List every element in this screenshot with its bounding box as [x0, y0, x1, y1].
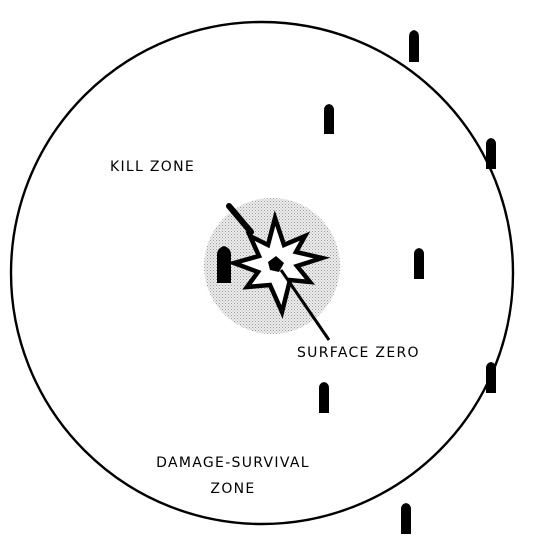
- ship-1: [409, 30, 419, 62]
- damage-survival-zone-label: DAMAGE-SURVIVAL ZONE: [133, 454, 333, 498]
- kill-zone-label: KILL ZONE: [110, 158, 195, 176]
- ship-2: [324, 104, 334, 134]
- ship-8: [401, 503, 411, 534]
- ship-5: [414, 248, 424, 279]
- ship-3: [486, 138, 496, 169]
- ship-7: [319, 382, 329, 413]
- surface-zero-label: SURFACE ZERO: [297, 344, 420, 362]
- damage-survival-zone-label-line2: ZONE: [133, 480, 333, 498]
- ship-6: [486, 362, 496, 393]
- ship-4: [217, 246, 231, 283]
- damage-survival-zone-label-line1: DAMAGE-SURVIVAL: [133, 454, 333, 472]
